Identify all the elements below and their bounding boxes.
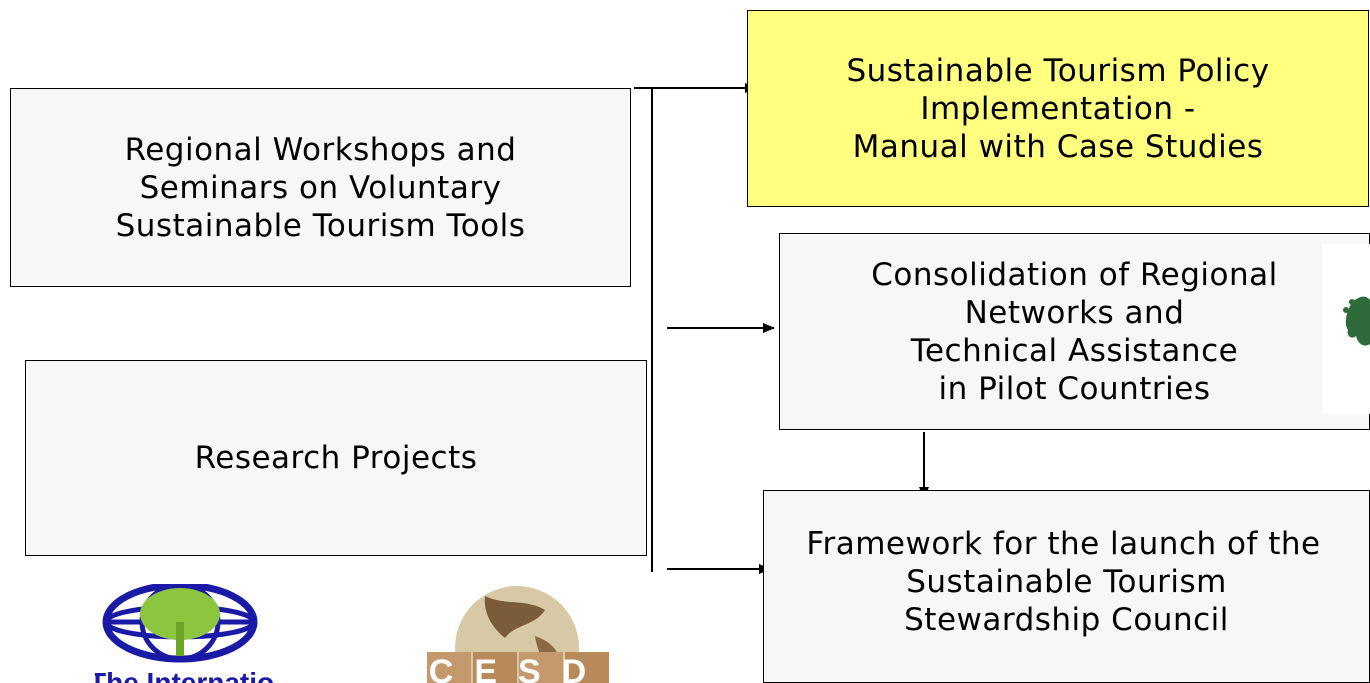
cesd-logo: CESD bbox=[427, 586, 609, 683]
stewardship-council-box: Framework for the launch of the Sustaina… bbox=[763, 490, 1370, 683]
cesd-letter-tiles: CESD bbox=[427, 652, 609, 683]
research-projects-box: Research Projects bbox=[25, 360, 647, 556]
workshops-line-1: Regional Workshops and bbox=[124, 131, 517, 168]
logo-left-text: The International bbox=[95, 667, 275, 683]
manual-line-2: Implementation - bbox=[920, 90, 1196, 127]
manual-line-1: Sustainable Tourism Policy bbox=[846, 52, 1270, 89]
tree-icon bbox=[140, 588, 220, 656]
frog-image bbox=[1322, 244, 1370, 414]
framework-line-1: Framework for the launch of the bbox=[806, 526, 1321, 562]
framework-line-2: Sustainable Tourism bbox=[906, 564, 1227, 600]
consolidation-line-1: Consolidation of Regional bbox=[871, 256, 1278, 293]
workshops-line-3: Sustainable Tourism Tools bbox=[115, 207, 526, 244]
manual-line-3: Manual with Case Studies bbox=[852, 128, 1264, 165]
consolidation-line-3: Technical Assistance bbox=[910, 332, 1239, 369]
policy-manual-box: Sustainable Tourism Policy Implementatio… bbox=[747, 10, 1369, 207]
logo-right-text: CESD bbox=[429, 653, 607, 683]
regional-workshops-box: Regional Workshops and Seminars on Volun… bbox=[10, 88, 631, 287]
framework-line-3: Stewardship Council bbox=[904, 602, 1229, 638]
consolidation-line-4: in Pilot Countries bbox=[938, 370, 1211, 407]
consolidation-box: Consolidation of Regional Networks and T… bbox=[779, 233, 1370, 430]
international-logo: The International bbox=[95, 584, 275, 683]
consolidation-line-2: Networks and bbox=[964, 294, 1185, 331]
research-line-1: Research Projects bbox=[194, 440, 478, 476]
workshops-line-2: Seminars on Voluntary bbox=[139, 169, 502, 206]
frog-icon bbox=[1343, 296, 1370, 346]
